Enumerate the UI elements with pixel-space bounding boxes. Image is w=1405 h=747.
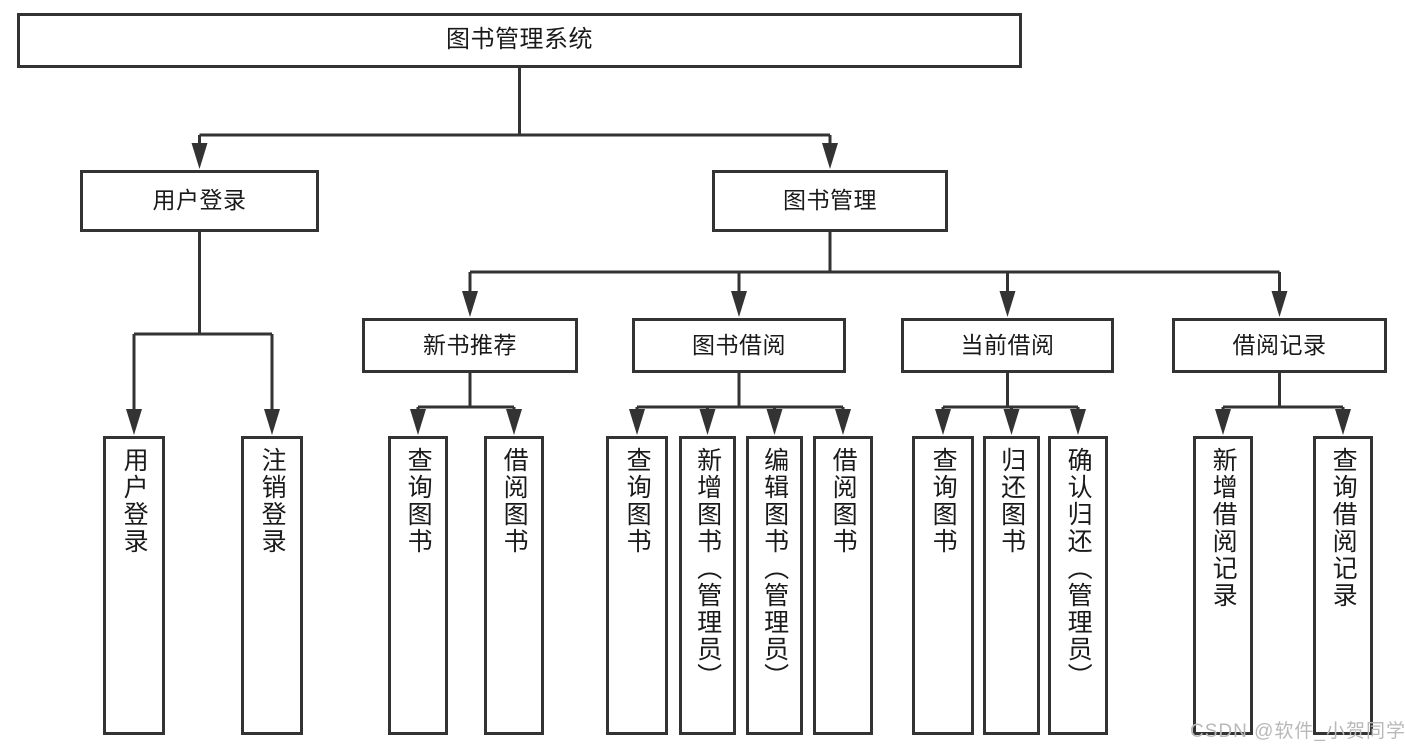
node-label: 新书推荐 [423,331,517,358]
node-leaf-nb-borrow: 借阅图书 [484,436,544,735]
node-label: 图书管理系统 [446,26,593,54]
node-book-manage: 图书管理 [712,170,948,232]
arrowhead [999,291,1016,317]
arrowhead [935,409,951,435]
node-label: 当前借阅 [960,331,1055,358]
arrowhead [126,409,142,435]
node-current-borrow: 当前借阅 [901,318,1114,373]
node-leaf-nb-query: 查询图书 [388,436,448,735]
node-label: 查询图书 [404,447,433,555]
node-label: 借阅记录 [1232,331,1327,358]
arrowhead [1070,409,1086,435]
node-label: 新增图书（管理员） [693,447,722,690]
node-leaf-logout: 注销登录 [241,436,303,735]
node-leaf-cb-return: 归还图书 [983,436,1040,735]
node-label: 图书管理 [783,187,877,214]
arrowhead [506,409,522,435]
node-new-book: 新书推荐 [362,318,578,373]
arrowhead [410,409,426,435]
arrowhead [1335,409,1351,435]
node-root: 图书管理系统 [17,13,1022,68]
arrowhead [1271,291,1288,317]
node-leaf-cb-confirm: 确认归还（管理员） [1048,436,1108,735]
arrowhead [629,409,645,435]
node-leaf-bb-query: 查询图书 [606,436,668,735]
arrowhead [699,409,716,435]
node-book-borrow: 图书借阅 [632,318,846,373]
arrowhead [1215,409,1231,435]
arrowhead [1003,409,1020,435]
node-label: 新增借阅记录 [1209,447,1238,609]
node-label: 借阅图书 [500,447,529,555]
arrowhead [822,143,838,169]
node-leaf-br-add: 新增借阅记录 [1193,436,1253,735]
node-leaf-br-query: 查询借阅记录 [1313,436,1373,735]
node-label: 用户登录 [120,447,149,555]
node-label: 确认归还（管理员） [1064,447,1093,690]
node-label: 图书借阅 [692,331,786,358]
arrowhead [835,409,851,435]
watermark: CSDN @软件_小贺同学 [1190,721,1405,742]
arrowhead [462,291,478,317]
node-label: 借阅图书 [829,447,858,555]
node-user-login: 用户登录 [80,170,319,232]
node-borrow-record: 借阅记录 [1172,318,1387,373]
node-leaf-user-login: 用户登录 [103,436,165,735]
node-label: 注销登录 [258,447,287,555]
node-label: 查询借阅记录 [1329,447,1358,609]
node-label: 查询图书 [929,447,958,555]
node-label: 查询图书 [623,447,652,555]
node-leaf-bb-edit: 编辑图书（管理员） [746,436,803,735]
arrowhead [264,409,280,435]
node-label: 用户登录 [152,187,247,214]
node-leaf-cb-query: 查询图书 [912,436,974,735]
node-leaf-bb-add: 新增图书（管理员） [679,436,736,735]
node-leaf-bb-borrow: 借阅图书 [813,436,873,735]
node-label: 编辑图书（管理员） [760,447,789,690]
arrowhead [731,291,747,317]
arrowhead [191,143,208,169]
node-label: 归还图书 [997,447,1026,555]
arrowhead [766,409,783,435]
